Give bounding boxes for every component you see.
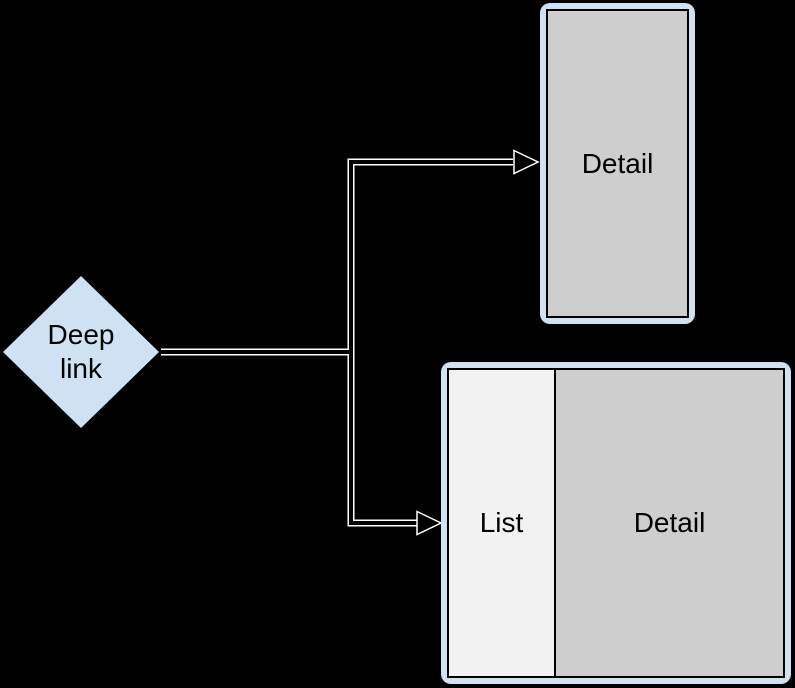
detail-pane-label: Detail [581,147,654,179]
deep-link-node-label: Deep link [1,274,161,430]
deep-link-node: Deep link [1,274,161,430]
list-pane: List [449,370,556,676]
detail-pane-wide-label: Detail [633,507,706,538]
arrowhead-to-list-detail-icon [416,510,443,536]
arrowhead-to-detail-icon [513,149,540,175]
list-detail-panes: List Detail [447,368,785,678]
detail-pane-wide: Detail [556,370,783,676]
deep-link-node-label-text: Deep link [47,319,115,384]
detail-pane: Detail [546,9,689,318]
list-pane-label: List [479,507,524,538]
list-detail-screen-frame: List Detail [441,362,791,684]
detail-screen-frame: Detail [540,3,695,324]
connector-line-core [161,160,513,525]
